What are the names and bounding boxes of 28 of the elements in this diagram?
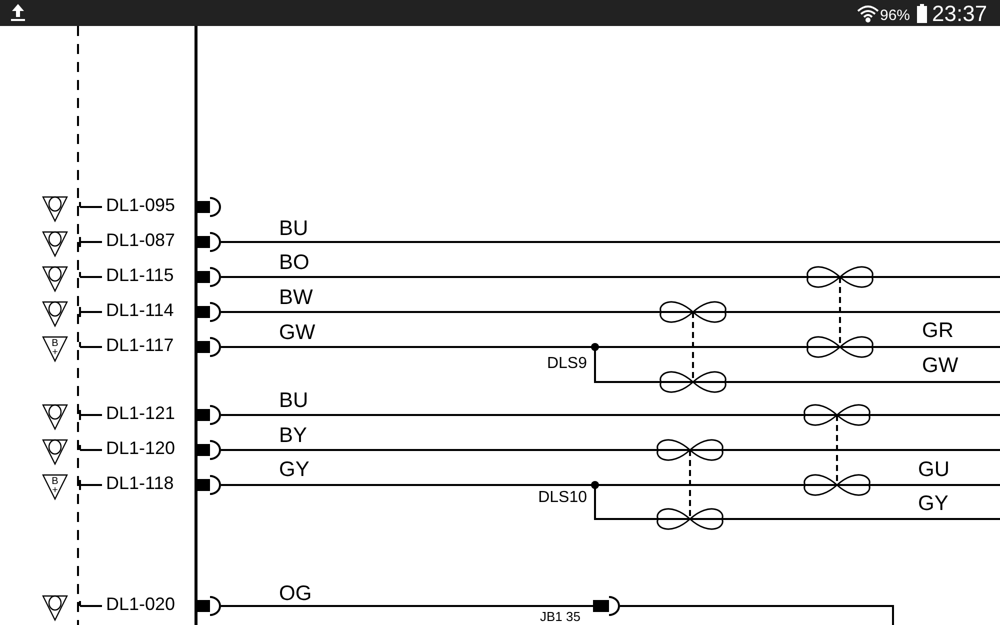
wire-color-code: GY: [279, 459, 310, 480]
splice-label: DLS9: [546, 356, 587, 372]
wire-color-code: GR: [922, 320, 954, 341]
pin-label: DL1-114: [106, 301, 174, 319]
connector-label: JB1 35: [540, 610, 580, 623]
pin-label: DL1-020: [106, 595, 176, 613]
clock-time: 23:37: [932, 3, 988, 25]
pin-label: DL1-118: [106, 474, 174, 492]
wire-color-code: OG: [279, 583, 312, 604]
wire-color-code: GU: [918, 459, 950, 480]
wire-color-code: GW: [922, 355, 958, 376]
pin-label: DL1-121: [106, 404, 176, 422]
symbol-text: B +: [50, 477, 60, 495]
pin-label: DL1-117: [106, 336, 174, 354]
wire-color-code: GY: [918, 493, 948, 514]
wire-color-code: BY: [279, 425, 308, 446]
battery-percentage: 96%: [880, 8, 910, 23]
wire-color-code: BU: [279, 218, 308, 239]
splice-label: DLS10: [538, 490, 587, 506]
pin-label: DL1-087: [106, 231, 176, 249]
wire-color-code: GW: [279, 322, 316, 343]
pin-label: DL1-120: [106, 439, 176, 457]
pin-label: DL1-095: [106, 196, 176, 214]
wire-color-code: BW: [279, 287, 313, 308]
pin-label: DL1-115: [106, 266, 174, 284]
symbol-text: B +: [50, 339, 60, 357]
wire-color-code: BU: [279, 390, 308, 411]
wire-color-code: BO: [279, 252, 310, 273]
